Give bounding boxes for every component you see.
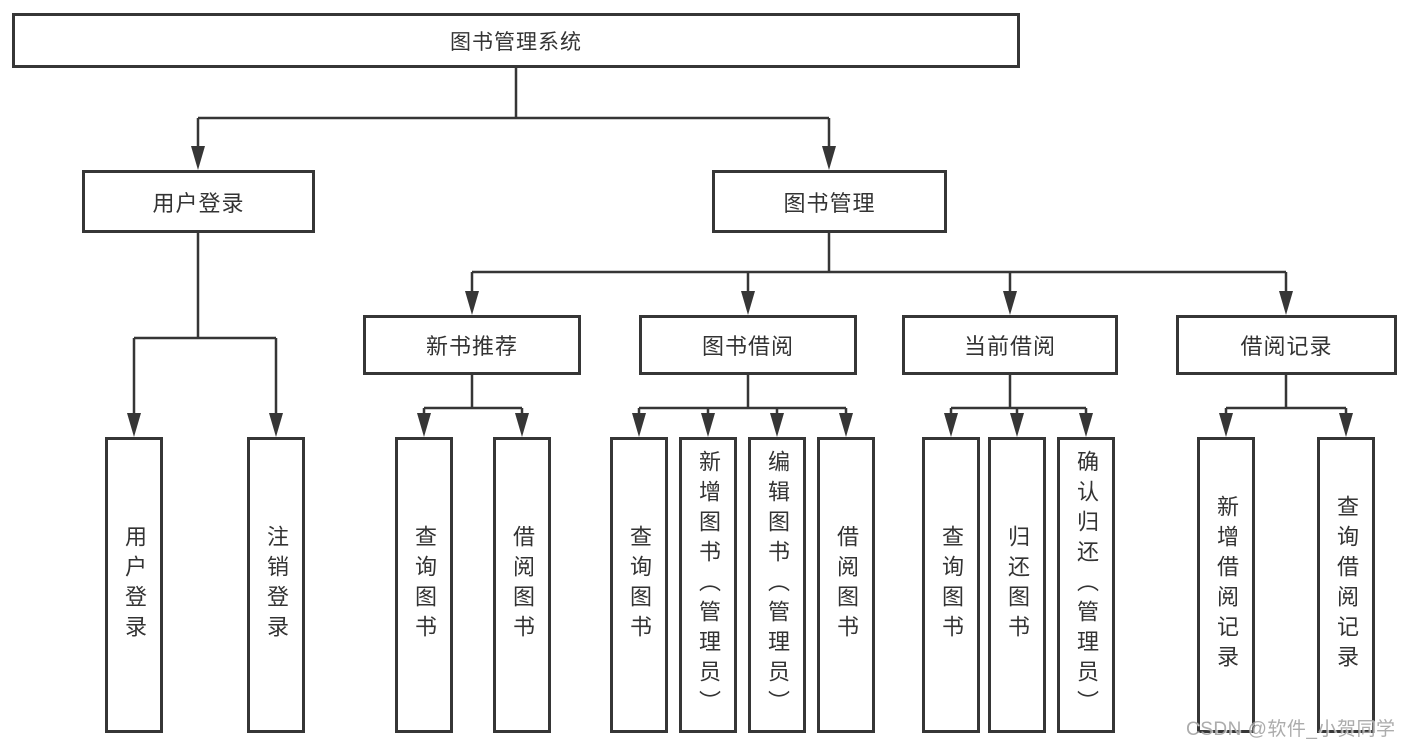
leaf-user-login: 用户登录: [105, 437, 163, 733]
node-label: 新书推荐: [425, 334, 518, 359]
node-label: 查询图书: [627, 525, 652, 645]
node-label: 借阅图书: [510, 525, 535, 645]
leaf-query-books-borrowing: 查询图书: [610, 437, 668, 733]
leaf-borrow-books: 借阅图书: [817, 437, 875, 733]
node-borrowing-records: 借阅记录: [1176, 315, 1397, 375]
leaf-confirm-return-admin: 确认归还（管理员）: [1057, 437, 1115, 733]
leaf-return-books: 归还图书: [988, 437, 1046, 733]
leaf-add-borrow-record: 新增借阅记录: [1197, 437, 1255, 733]
node-label: 用户登录: [152, 190, 245, 216]
node-label: 确认归还（管理员）: [1074, 450, 1099, 720]
node-label: 借阅图书: [834, 525, 859, 645]
leaf-query-books-recommend: 查询图书: [395, 437, 453, 733]
node-label: 图书管理: [783, 190, 876, 216]
node-label: 图书借阅: [701, 334, 794, 359]
leaf-borrow-books-recommend: 借阅图书: [493, 437, 551, 733]
leaf-query-books-current: 查询图书: [922, 437, 980, 733]
csdn-watermark: CSDN @软件_小贺同学: [1186, 719, 1396, 740]
node-label: 新增图书（管理员）: [696, 450, 721, 720]
node-book-borrowing: 图书借阅: [639, 315, 857, 375]
node-label: 用户登录: [122, 525, 147, 645]
leaf-logout: 注销登录: [247, 437, 305, 733]
node-label: 查询图书: [939, 525, 964, 645]
node-current-borrowing: 当前借阅: [902, 315, 1118, 375]
node-label: 新增借阅记录: [1214, 495, 1239, 675]
node-label: 当前借阅: [963, 334, 1056, 359]
node-user-login: 用户登录: [82, 170, 315, 233]
node-book-management: 图书管理: [712, 170, 947, 233]
node-label: 编辑图书（管理员）: [765, 450, 790, 720]
node-label: 查询图书: [412, 525, 437, 645]
leaf-edit-books-admin: 编辑图书（管理员）: [748, 437, 806, 733]
node-label: 查询借阅记录: [1334, 495, 1359, 675]
node-label: 归还图书: [1005, 525, 1030, 645]
leaf-add-books-admin: 新增图书（管理员）: [679, 437, 737, 733]
node-label: 借阅记录: [1240, 334, 1333, 359]
leaf-query-borrow-record: 查询借阅记录: [1317, 437, 1375, 733]
node-label: 注销登录: [264, 525, 289, 645]
node-library-management-system: 图书管理系统: [12, 13, 1020, 68]
arrowheads: [127, 146, 1353, 437]
node-label: 图书管理系统: [450, 30, 582, 54]
node-new-book-recommendation: 新书推荐: [363, 315, 581, 375]
